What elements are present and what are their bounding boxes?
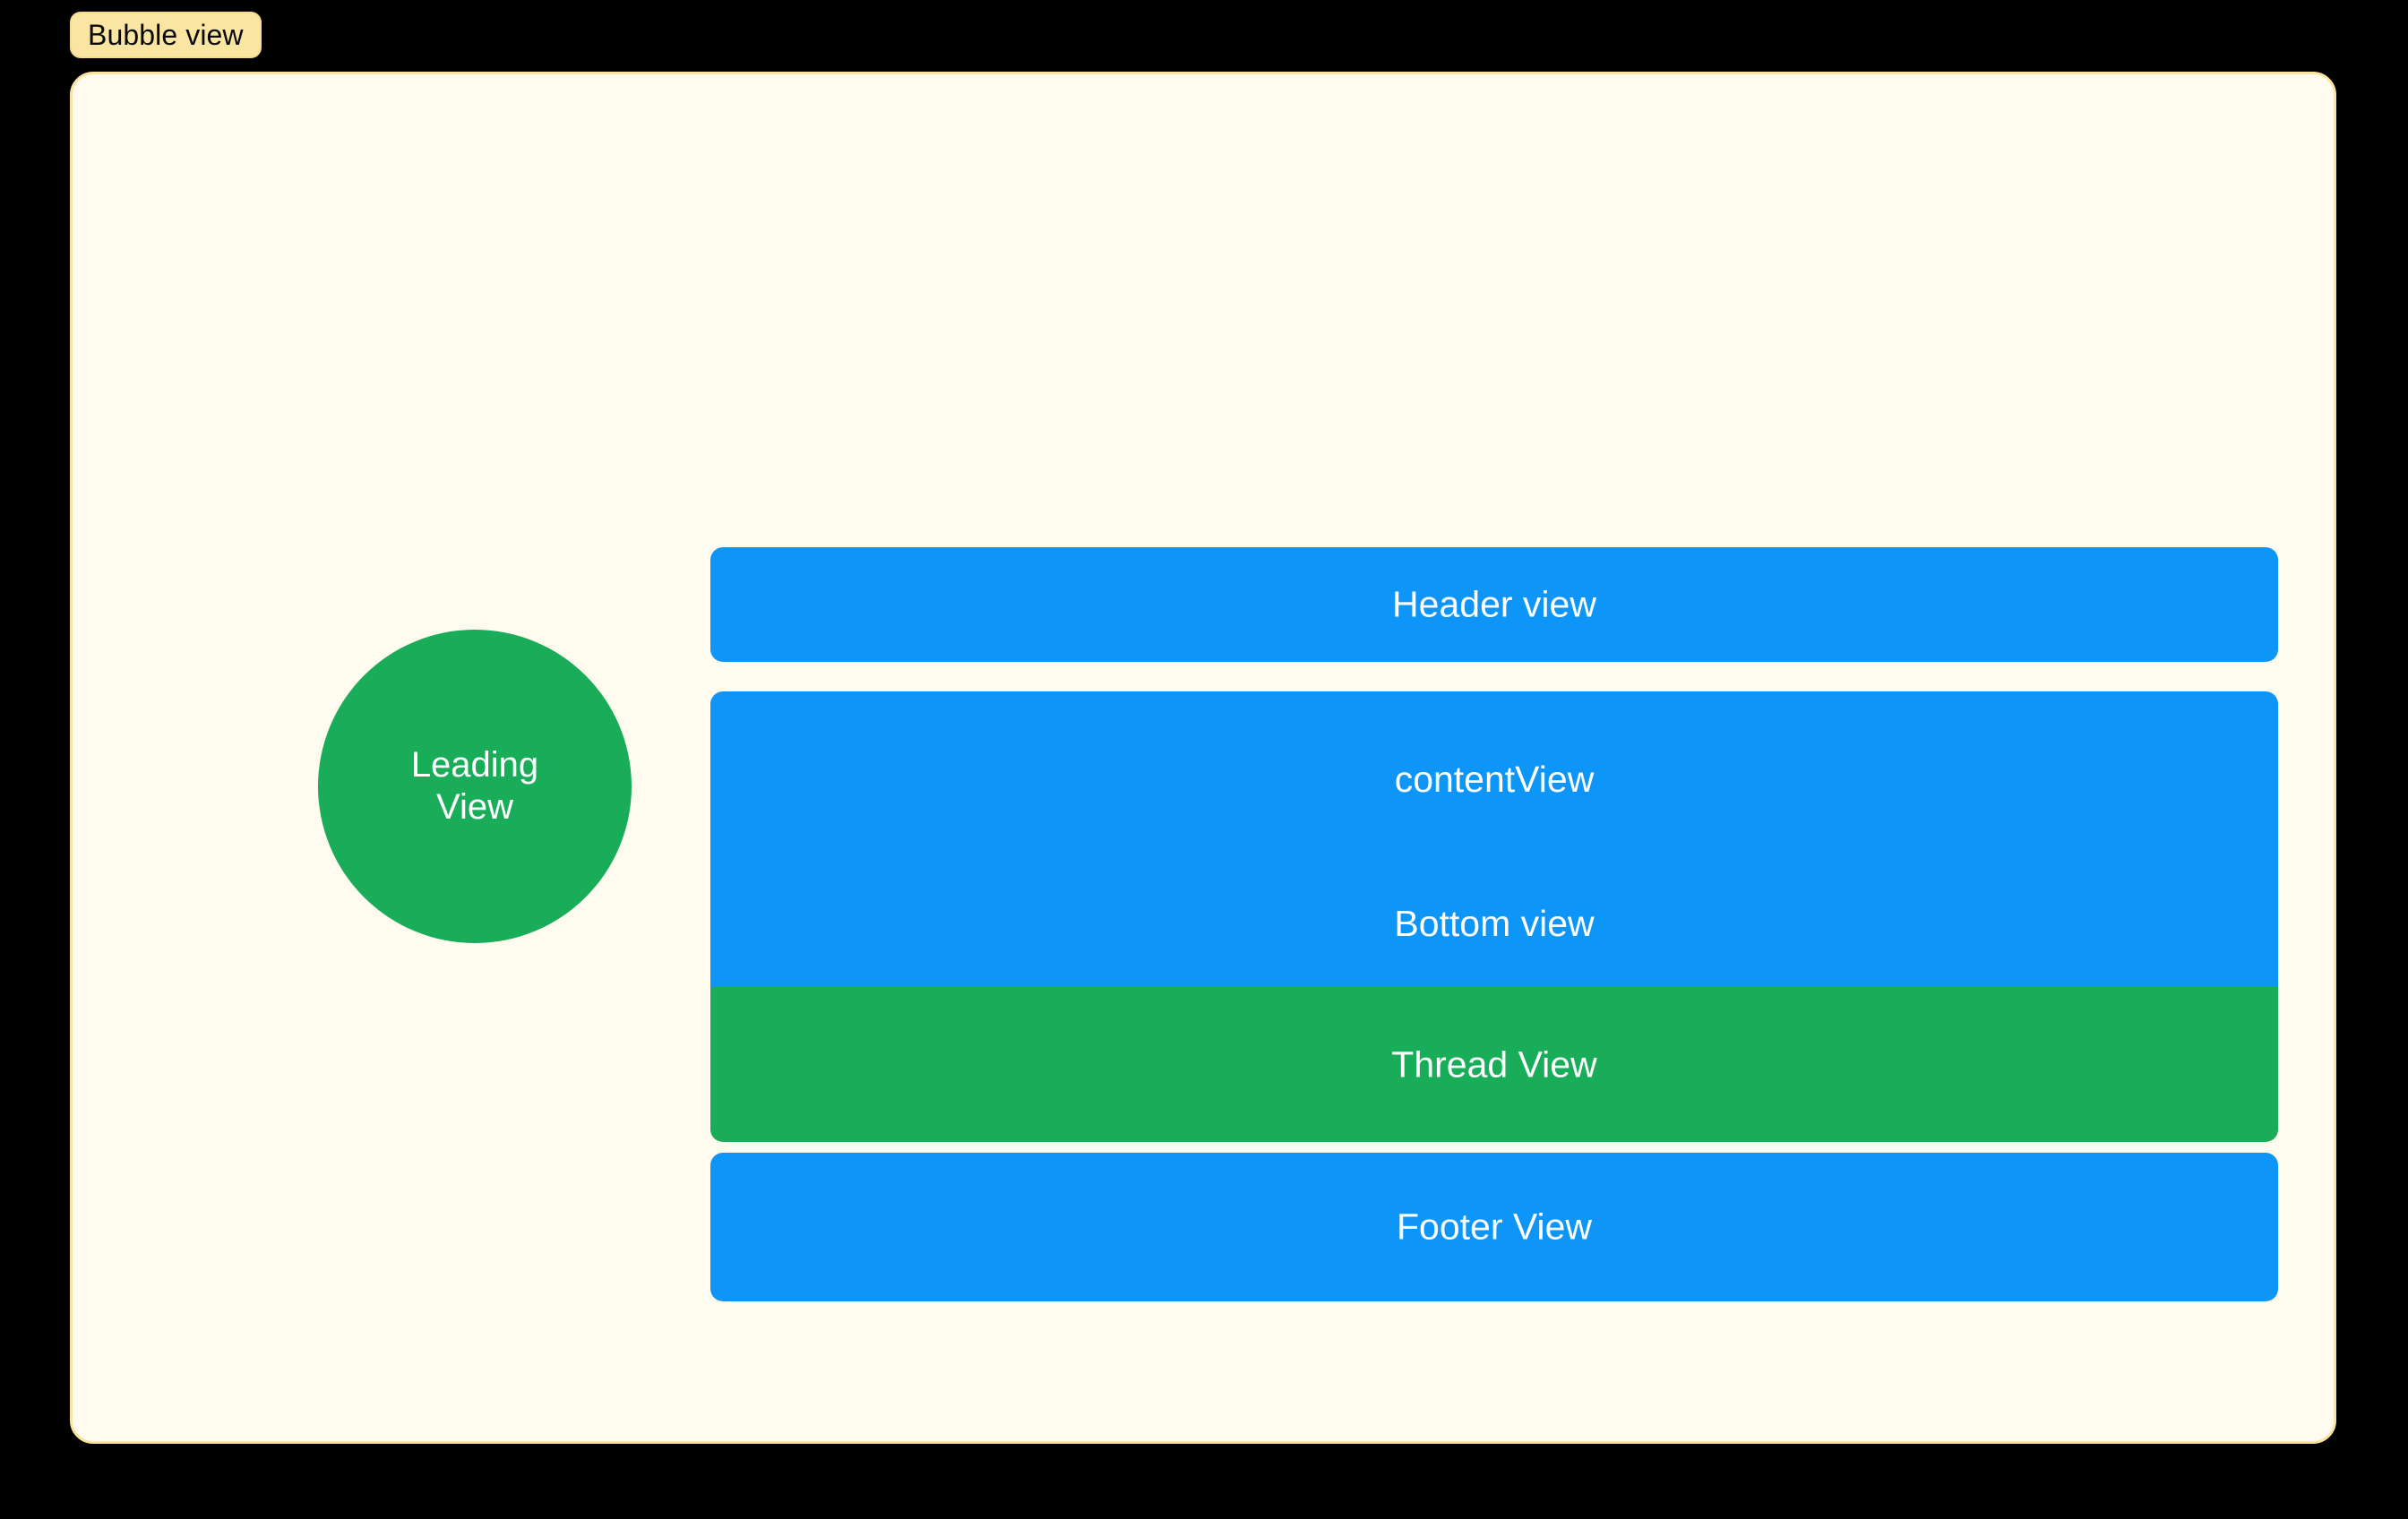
- thread-view-label: Thread View: [1391, 1043, 1597, 1085]
- bubble-view-badge-label: Bubble view: [88, 19, 244, 51]
- message-view-stack: Header view contentView Bottom view Thre…: [710, 547, 2278, 1301]
- leading-view-label-line2: View: [436, 787, 513, 827]
- content-view-label: contentView: [1394, 759, 1595, 800]
- bubble-view-container: Leading View Header view contentView Bot…: [70, 72, 2336, 1444]
- footer-view-bar: Footer View: [710, 1153, 2278, 1301]
- thread-view-bar: Thread View: [710, 987, 2278, 1142]
- header-view-label: Header view: [1392, 583, 1596, 625]
- leading-view-circle: Leading View: [318, 630, 632, 943]
- bubble-view-badge: Bubble view: [70, 12, 262, 58]
- footer-view-label: Footer View: [1396, 1206, 1592, 1248]
- content-view-bar: contentView Bottom view: [710, 691, 2278, 987]
- header-view-bar: Header view: [710, 547, 2278, 662]
- bottom-view-label: Bottom view: [1394, 903, 1595, 944]
- leading-view-label-line1: Leading: [410, 744, 539, 785]
